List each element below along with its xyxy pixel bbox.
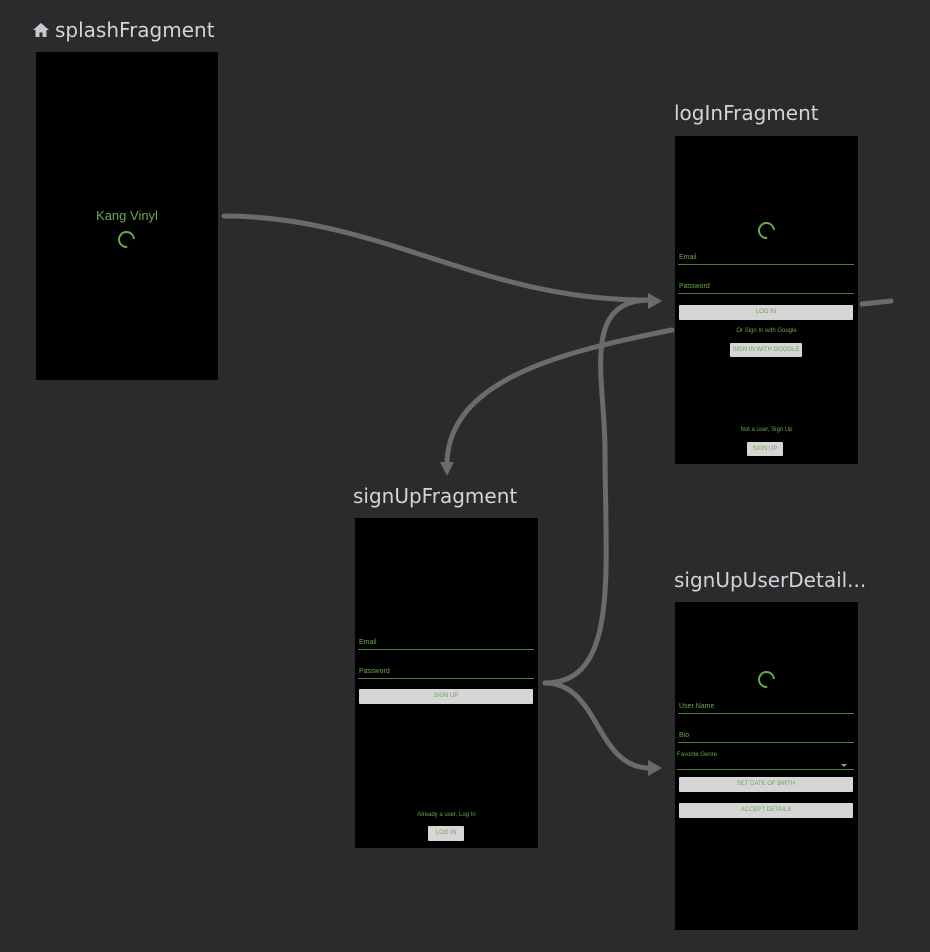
google-signin-label: Or Sign In with Google (736, 328, 797, 334)
username-field-underline (678, 713, 854, 714)
destination-title-signup[interactable]: signUpFragment (353, 484, 518, 508)
signup-prompt-label: Not a user, Sign Up (740, 427, 793, 433)
genre-label: Favorite Genre (677, 752, 718, 758)
screen-splash[interactable]: Kang Vinyl (36, 52, 218, 380)
screen-login[interactable]: Email Password LOG IN Or Sign In with Go… (675, 136, 858, 464)
login-prompt-label: Already a user, Log In (417, 812, 476, 818)
login-button[interactable]: LOG IN (428, 826, 464, 841)
action-signup-to-details[interactable] (542, 680, 653, 771)
login-button[interactable]: LOG IN (679, 305, 853, 320)
screen-signup[interactable]: Email Password SIGN UP Already a user, L… (355, 518, 538, 848)
loading-spinner-icon (754, 218, 779, 243)
destination-title-login[interactable]: logInFragment (674, 101, 819, 125)
home-icon (33, 23, 49, 37)
username-field[interactable]: User Name (679, 703, 715, 710)
email-field[interactable]: Email (679, 254, 697, 261)
destination-title-details[interactable]: signUpUserDetail... (674, 568, 867, 592)
arrowhead-login-from-signup (648, 293, 662, 309)
password-field[interactable]: Password (679, 283, 710, 290)
arrowhead-signup (440, 462, 454, 476)
loading-spinner-icon (114, 227, 139, 252)
email-field-underline (358, 649, 534, 650)
signup-button[interactable]: SIGN UP (359, 689, 533, 704)
password-field-underline (358, 678, 534, 679)
email-field[interactable]: Email (359, 639, 377, 646)
password-field[interactable]: Password (359, 668, 390, 675)
genre-dropdown[interactable] (677, 769, 854, 770)
signup-button[interactable]: SIGN UP (747, 442, 783, 456)
action-login-to-signup[interactable] (444, 327, 675, 465)
bio-field-underline (678, 742, 854, 743)
screen-user-details[interactable]: User Name Bio Favorite Genre SET DATE OF… (675, 602, 858, 930)
chevron-down-icon[interactable] (841, 764, 847, 767)
action-splash-to-login[interactable] (221, 213, 649, 303)
app-name-label: Kang Vinyl (96, 208, 158, 223)
bio-field[interactable]: Bio (679, 732, 690, 739)
accept-details-button[interactable]: ACCEPT DETAILS (679, 803, 853, 818)
destination-title-splash[interactable]: splashFragment (32, 18, 215, 42)
google-signin-button[interactable]: SIGN IN WITH GOOGLE (730, 343, 802, 357)
email-field-underline (678, 264, 854, 265)
destination-title-splash-text: splashFragment (55, 18, 215, 42)
loading-spinner-icon (754, 667, 779, 692)
action-signup-to-login[interactable] (542, 297, 653, 686)
arrowhead-details (648, 760, 662, 776)
set-dob-button[interactable]: SET DATE OF BIRTH (679, 777, 853, 792)
password-field-underline (678, 293, 854, 294)
action-login-exit[interactable] (859, 298, 894, 307)
